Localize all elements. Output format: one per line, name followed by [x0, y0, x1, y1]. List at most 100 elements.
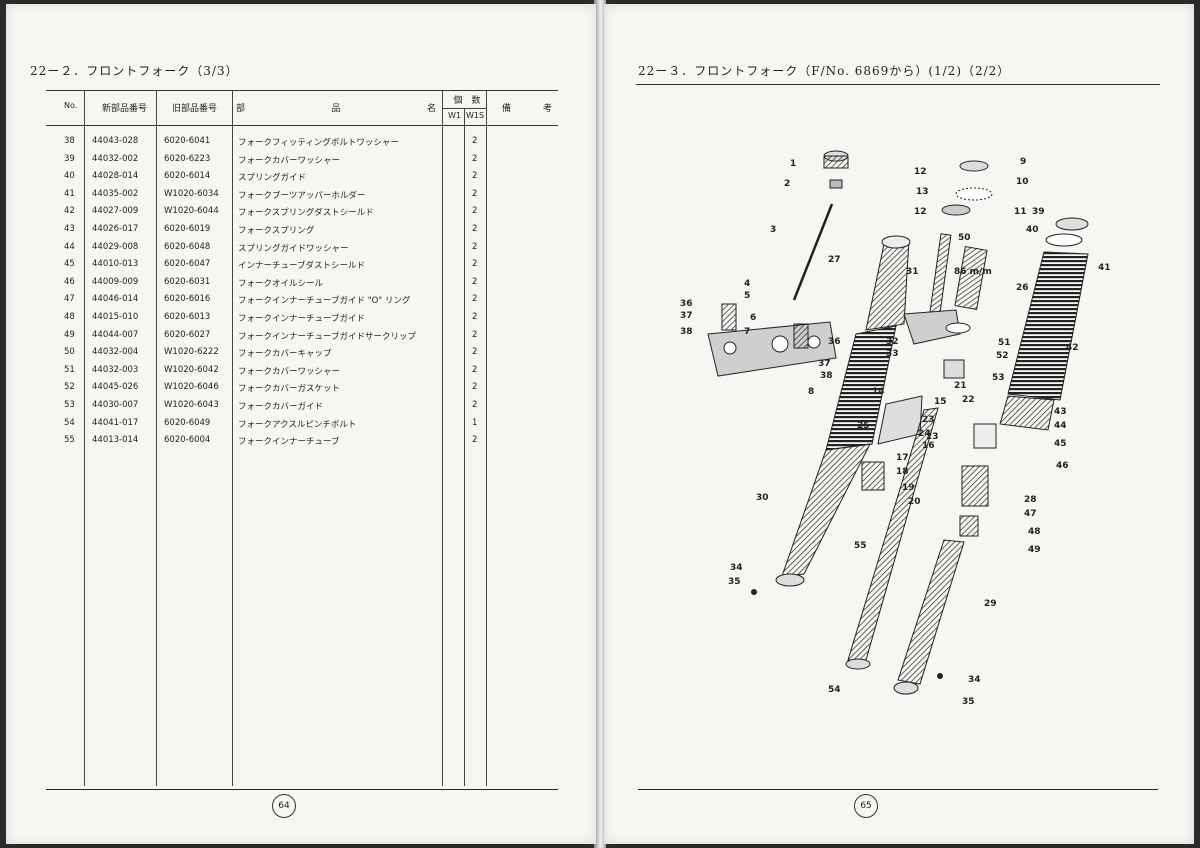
divider: [232, 91, 233, 125]
old-part-number: 6020-6019: [164, 224, 211, 234]
row-number: 43: [64, 224, 75, 234]
old-part-number: 6020-6014: [164, 171, 211, 182]
left-page: 22ー２．フロントフォーク（3/3） No. 新部品番号 旧部品番号 部 品 名…: [6, 4, 596, 844]
callout-29: 29: [984, 599, 997, 609]
callout-1: 1: [790, 159, 796, 169]
old-part-number: W1020-6042: [164, 364, 219, 375]
part-name: フォークインナーチューブ: [238, 437, 340, 448]
callout-16: 16: [922, 441, 935, 451]
new-part-number: 44046-014: [92, 294, 139, 305]
footer-rule: [46, 789, 558, 790]
callout-41: 41: [1098, 263, 1111, 273]
callout-18: 18: [896, 467, 909, 477]
new-part-number: 44044-007: [92, 329, 139, 340]
row-number: 50: [64, 347, 75, 358]
callout-34: 34: [730, 563, 743, 573]
row-number: 44: [64, 241, 75, 252]
callout-32: 32: [886, 337, 899, 347]
page-number: 65: [854, 794, 878, 818]
page-number: 64: [272, 794, 296, 818]
new-part-number: 44013-014: [92, 435, 139, 446]
new-part-number: 44035-002: [92, 188, 139, 199]
callout-7: 7: [744, 327, 750, 337]
row-number: 52: [64, 382, 75, 393]
callout-9: 9: [1020, 157, 1026, 167]
callout-43: 43: [1054, 407, 1067, 417]
callout-11: 11: [1014, 207, 1027, 217]
header-part-name: 部 品 名: [236, 101, 436, 114]
callout-20: 20: [908, 497, 921, 507]
table-row: 44 44029-008 6020-6048 スプリングガイドワッシャー 2: [46, 240, 558, 257]
row-number: 48: [64, 312, 75, 322]
callout-47: 47: [1024, 509, 1037, 519]
part-name: スプリングガイド: [238, 173, 307, 184]
header-old-part: 旧部品番号: [172, 104, 218, 114]
divider: [84, 91, 85, 125]
header-note-2: 考: [542, 104, 552, 114]
callout-5: 5: [744, 291, 750, 301]
callout-51: 51: [998, 338, 1011, 348]
new-part-number: 44010-013: [92, 259, 139, 270]
quantity: 2: [472, 347, 478, 358]
part-name: フォークインナーチューブガイドサークリップ: [238, 331, 416, 342]
old-part-number: 6020-6049: [164, 417, 211, 428]
part-name: フォークカバーガスケット: [238, 384, 341, 395]
new-part-number: 44043-028: [92, 136, 139, 146]
callout-4: 4: [744, 279, 750, 289]
callout-49: 49: [1028, 545, 1041, 555]
callout-44: 44: [1054, 421, 1067, 431]
part-name: スプリングガイドワッシャー: [238, 243, 349, 254]
old-part-number: 6020-6223: [164, 153, 211, 164]
callout-12: 12: [914, 167, 927, 177]
new-part-number: 44009-009: [92, 276, 139, 287]
quantity: 2: [472, 259, 478, 270]
row-number: 40: [64, 171, 75, 182]
exploded-parts-diagram: 86 m/m 123456789101112121314151617181920…: [680, 150, 1111, 707]
callout-38: 38: [820, 371, 833, 381]
quantity: 2: [472, 136, 478, 146]
part-name: フォークブーツアッパーホルダー: [238, 190, 366, 201]
callout-36: 36: [828, 337, 841, 347]
divider: [442, 108, 486, 109]
row-number: 42: [64, 206, 75, 217]
old-part-number: W1020-6043: [164, 400, 219, 410]
new-part-number: 44032-002: [92, 153, 139, 164]
new-part-number: 44029-008: [92, 241, 139, 252]
new-part-number: 44032-004: [92, 347, 139, 358]
old-part-number: 6020-6048: [164, 241, 211, 252]
callout-8: 8: [808, 387, 814, 397]
callout-45: 45: [1054, 439, 1067, 449]
quantity: 2: [472, 206, 478, 217]
callout-25: 25: [857, 421, 870, 431]
callout-23: 23: [922, 415, 935, 425]
callout-54: 54: [828, 685, 841, 695]
dimension-label: 86 m/m: [954, 267, 992, 277]
table-header: No. 新部品番号 旧部品番号 部 品 名 個 数 W1 W1S 備 考: [46, 90, 558, 126]
quantity: 2: [472, 435, 478, 446]
quantity: 2: [472, 364, 478, 375]
quantity: 2: [472, 382, 478, 393]
new-part-number: 44032-003: [92, 364, 139, 375]
quantity: 2: [472, 241, 478, 252]
callout-12: 12: [914, 207, 927, 217]
section-title: 22ー３．フロントフォーク（F/No. 6869から）(1/2)（2/2）: [638, 64, 1011, 78]
old-part-number: W1020-6222: [164, 347, 219, 358]
left-fork-assembly: [707, 150, 911, 595]
callout-30: 30: [756, 493, 769, 503]
divider: [442, 126, 443, 786]
header-notes: 備 考: [502, 101, 552, 114]
part-name: フォークアクスルピンチボルト: [238, 419, 357, 430]
row-number: 46: [64, 276, 75, 287]
row-number: 51: [64, 364, 75, 375]
